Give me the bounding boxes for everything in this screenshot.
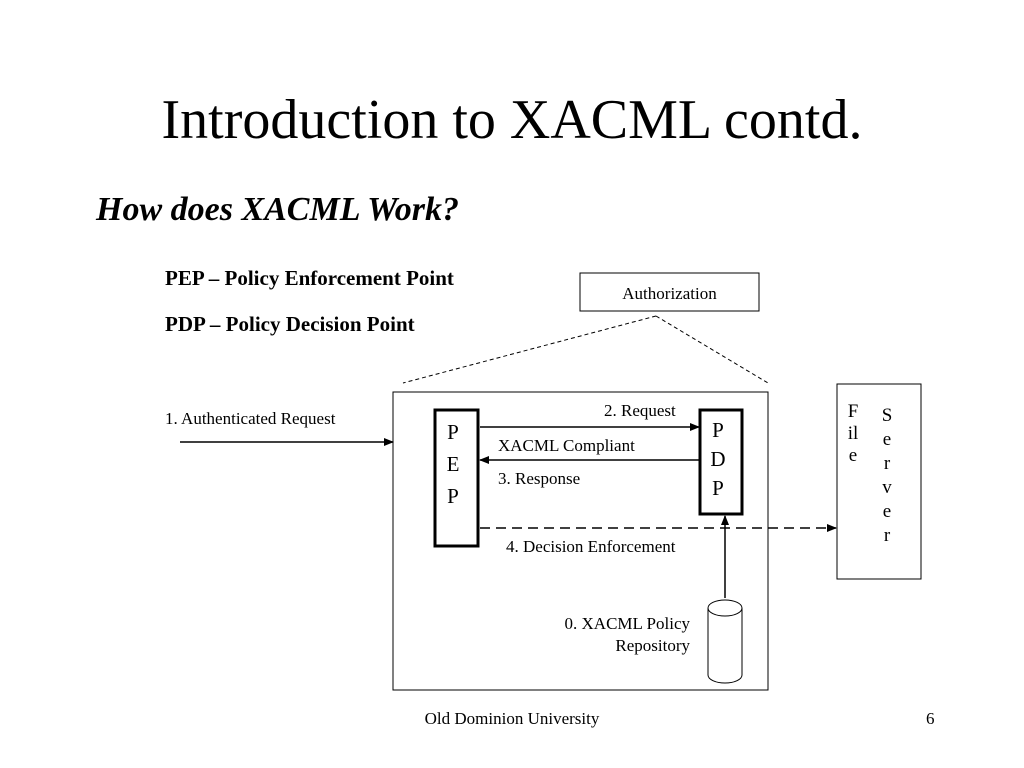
page-number: 6 <box>926 709 935 728</box>
server-letter: e <box>882 501 892 522</box>
policy-repository-line-2: Repository <box>615 636 690 655</box>
system-boundary-box <box>392 391 769 691</box>
file-letter: F <box>847 401 859 422</box>
pep-box <box>433 408 480 548</box>
authorization-dash-right <box>655 315 769 384</box>
pep-letter: E <box>446 452 460 476</box>
pep-letter: P <box>447 484 459 508</box>
xacml-compliant-label: XACML Compliant <box>498 436 635 455</box>
request-label: 2. Request <box>604 401 676 420</box>
server-letter: e <box>882 429 892 450</box>
policy-repository-line-1: 0. XACML Policy <box>564 614 690 633</box>
response-label: 3. Response <box>498 469 581 488</box>
pdp-label: P D P <box>700 416 736 503</box>
slide-subtitle: How does XACML Work? <box>96 191 460 228</box>
pdp-box <box>698 408 744 516</box>
server-label: S e r v e r <box>876 404 898 548</box>
authorization-box <box>579 272 760 312</box>
server-letter: S <box>881 405 893 426</box>
file-label: F il e <box>842 401 864 467</box>
server-letter: r <box>883 525 891 546</box>
pep-letter: P <box>447 420 459 444</box>
pdp-letter: P <box>712 476 724 500</box>
slide-title: Introduction to XACML contd. <box>161 89 863 151</box>
authenticated-request-label: 1. Authenticated Request <box>165 409 336 428</box>
pdp-letter: P <box>712 418 724 442</box>
decision-enforcement-label: 4. Decision Enforcement <box>506 537 676 556</box>
file-letter: il <box>847 423 859 444</box>
server-letter: v <box>882 477 892 498</box>
file-server-box <box>836 383 922 580</box>
pdp-letter: D <box>710 447 726 471</box>
policy-repository-cylinder <box>707 599 743 684</box>
pdp-definition: PDP – Policy Decision Point <box>165 312 415 336</box>
pep-definition: PEP – Policy Enforcement Point <box>165 266 454 290</box>
pep-label: P E P <box>435 416 471 512</box>
server-letter: r <box>883 453 891 474</box>
file-letter: e <box>848 445 858 466</box>
authorization-dash-left <box>402 315 657 384</box>
policy-repository-label: 0. XACML Policy Repository <box>520 613 690 657</box>
footer-organization: Old Dominion University <box>424 709 600 728</box>
authorization-label: Authorization <box>622 284 717 303</box>
